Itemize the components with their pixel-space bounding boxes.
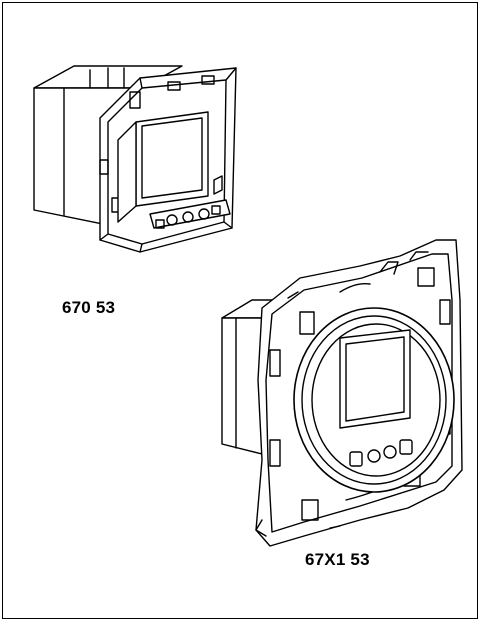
mechanism-connectors (149, 199, 231, 229)
mechanism-front-face (117, 111, 209, 223)
thermostat-buttons (349, 439, 413, 467)
thermostat-unit (221, 239, 463, 547)
thermostat-display (339, 329, 411, 429)
mechanism-module (33, 65, 237, 253)
product-reference-label: 67X1 53 (305, 550, 370, 569)
thermostat-body (221, 299, 301, 457)
product-reference-label: 670 53 (62, 298, 116, 317)
